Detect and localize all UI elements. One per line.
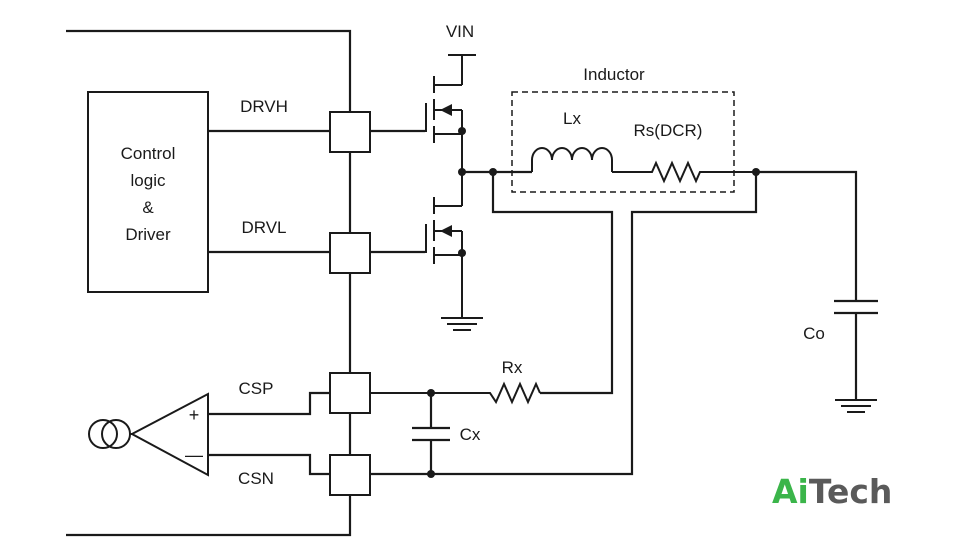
drvl-line: DRVL <box>208 218 330 254</box>
current-source-icon <box>88 419 132 449</box>
amp-plus-label: + <box>189 405 200 425</box>
lx-label: Lx <box>563 109 581 128</box>
csp-label: CSP <box>239 379 274 398</box>
csp-sense-wire <box>491 172 614 395</box>
control-label-line4: Driver <box>125 225 171 244</box>
output-wire <box>756 170 858 301</box>
co-label: Co <box>803 324 825 343</box>
brand-part2: Tech <box>809 472 893 511</box>
output-ground-icon <box>835 399 877 413</box>
csn-sense-wire <box>370 172 758 476</box>
low-side-mosfet-icon <box>425 170 466 318</box>
drvh-label: DRVH <box>240 97 288 116</box>
resistor-rs-dcr-icon: Rs(DCR) <box>612 121 756 184</box>
pin-csp <box>329 372 371 414</box>
csn-label: CSN <box>238 469 274 488</box>
switch-node-dot <box>458 168 466 176</box>
brand-part1: Ai <box>772 472 809 511</box>
current-sense-amplifier-icon: + — <box>129 392 209 477</box>
rx-label: Rx <box>502 358 523 377</box>
vin-terminal: VIN <box>446 22 476 56</box>
mosfet-ground-icon <box>441 317 483 331</box>
csn-line: CSN <box>208 453 330 488</box>
high-side-mosfet-icon <box>425 55 466 170</box>
inductor-lx-icon: Lx <box>531 109 613 172</box>
pin-drvl <box>329 232 371 274</box>
output-capacitor-co-icon: Co <box>803 299 878 400</box>
control-label-line3: & <box>142 198 154 217</box>
control-logic-driver-block: Control logic & Driver <box>87 91 209 293</box>
csp-line: CSP <box>208 379 330 416</box>
cx-label: Cx <box>460 425 481 444</box>
aitech-logo: AiTech <box>772 472 892 511</box>
drvl-label: DRVL <box>241 218 286 237</box>
amp-minus-label: — <box>185 445 203 465</box>
control-label-line2: logic <box>131 171 166 190</box>
capacitor-cx-icon: Cx <box>412 389 481 478</box>
control-label-line1: Control <box>121 144 176 163</box>
pin-drvh <box>329 111 371 153</box>
ic-boundary <box>66 29 352 537</box>
vin-label: VIN <box>446 22 474 41</box>
inductor-boundary: Inductor <box>511 65 735 193</box>
svg-text:AiTech: AiTech <box>772 472 892 511</box>
resistor-rx-icon: Rx <box>370 358 541 405</box>
drvh-line: DRVH <box>208 97 330 133</box>
pin-csn <box>329 454 371 496</box>
rs-dcr-label: Rs(DCR) <box>634 121 703 140</box>
inductor-label: Inductor <box>583 65 645 84</box>
